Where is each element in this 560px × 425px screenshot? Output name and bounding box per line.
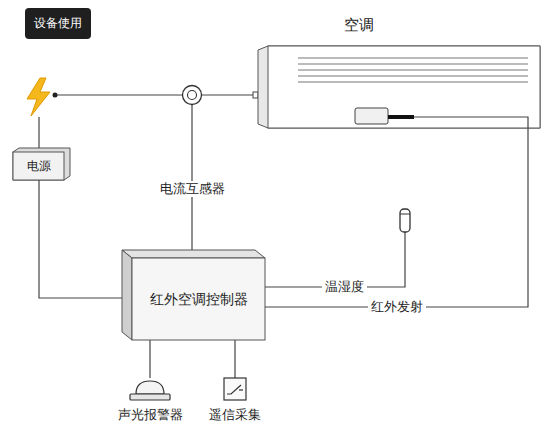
node-text: 遥信采集 — [209, 407, 261, 423]
psu-depth — [13, 148, 70, 180]
switch-housing — [224, 378, 246, 400]
switch-contact — [239, 389, 243, 390]
title-text: 设备使用 — [34, 16, 82, 30]
node-text: 电流互感器 — [157, 181, 228, 197]
vent-line — [298, 64, 528, 65]
box-side — [122, 250, 132, 340]
connector-line — [149, 340, 150, 378]
power-supply-box: 电源 — [13, 148, 70, 180]
power-wire — [202, 94, 258, 95]
alarm-device: 声光报警器 — [115, 378, 185, 422]
ac-front — [268, 46, 540, 128]
temperature-humidity-sensor — [400, 209, 410, 232]
air-conditioner: 空调 — [258, 50, 540, 128]
ir-receiver — [355, 108, 388, 124]
ir-emitter-bar — [388, 115, 414, 119]
vent-line — [298, 58, 528, 59]
air-conditioner-outline — [258, 50, 540, 128]
ct-ring — [183, 86, 202, 105]
node-text: 红外空调控制器 — [150, 291, 248, 308]
node-text: 空调 — [344, 16, 374, 34]
title-badge: 设备使用 — [25, 8, 91, 39]
switch-blade — [227, 385, 241, 394]
sensor-label: 温湿度 — [322, 279, 367, 295]
power-wire — [55, 94, 182, 95]
vent-line — [298, 76, 528, 77]
edge-label: 红外发射 — [368, 299, 426, 315]
ir-wire — [414, 117, 528, 128]
sensor-detail — [400, 214, 410, 215]
controller-box: 红外空调控制器 — [122, 250, 265, 340]
connector-line — [191, 105, 192, 250]
vent-line — [298, 82, 528, 83]
alarm-dome — [136, 381, 164, 394]
box-front — [132, 258, 265, 340]
current-transformer: 电流互感器 — [182, 85, 202, 105]
box-top — [122, 250, 265, 258]
connector-line — [265, 128, 528, 307]
ac-side — [258, 46, 540, 128]
node-text: 电源 — [27, 159, 51, 173]
terminal — [253, 92, 258, 98]
junction-dot — [53, 93, 58, 98]
remote-signal-device: 遥信采集 — [200, 378, 270, 422]
connector-line — [39, 180, 122, 298]
lightning-symbol — [27, 78, 50, 116]
connector-line — [234, 340, 235, 378]
ct-core — [188, 91, 197, 100]
current-transformer-outline — [182, 85, 202, 105]
psu-front — [13, 152, 64, 180]
vent-line — [298, 70, 528, 71]
node-text: 声光报警器 — [118, 407, 183, 423]
power-wire — [38, 117, 39, 148]
alarm-base — [130, 394, 170, 400]
